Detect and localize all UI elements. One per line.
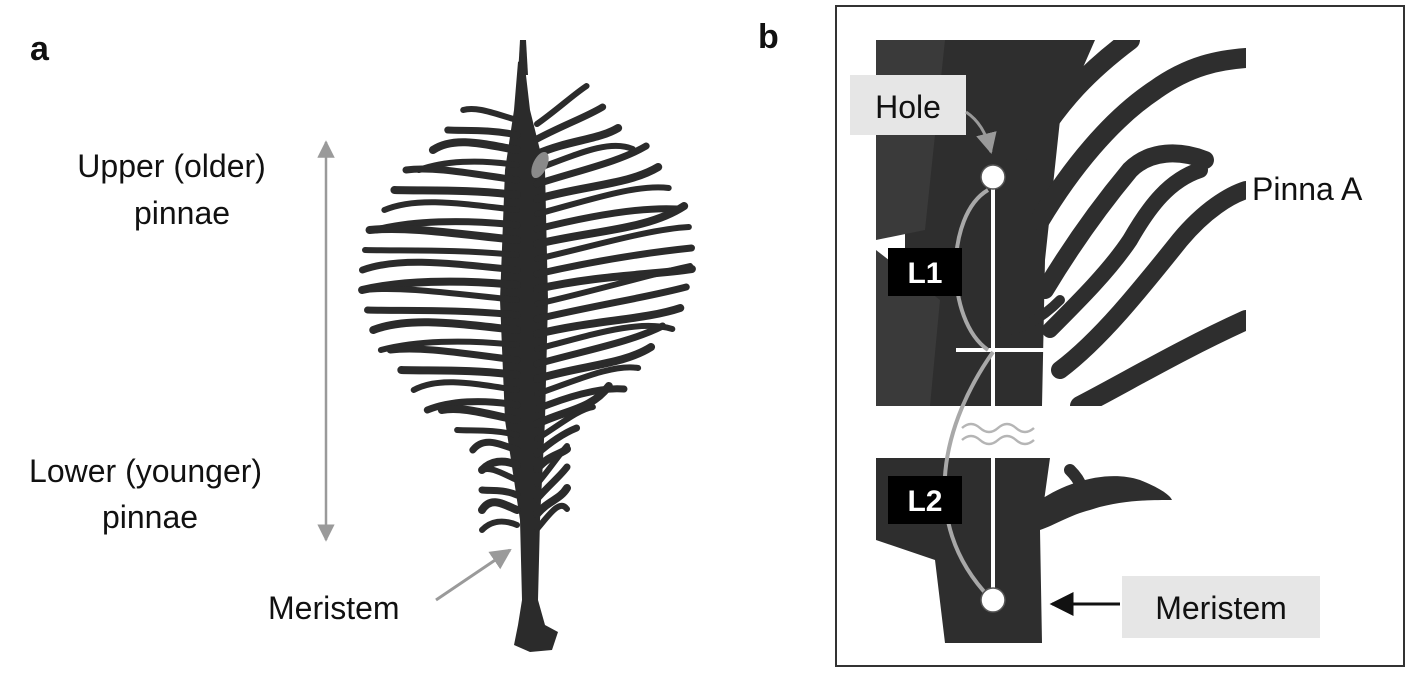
frond-pinna-left: [360, 285, 520, 303]
l2-brace: [942, 350, 995, 600]
frond-pinna-left: [369, 318, 521, 334]
frond-pinna-left: [397, 366, 521, 379]
frond-pinna-right: [533, 424, 581, 458]
frond-pinna-right: [533, 382, 613, 428]
meristem-label-box-b: [1122, 576, 1320, 638]
frond-pinna-right: [534, 184, 672, 217]
frond-pinna-right: [533, 283, 690, 323]
frond-pinna-left: [469, 438, 521, 454]
frond-pinna-left: [402, 165, 521, 184]
frond-pinna-right: [534, 364, 642, 397]
hole-marker: [980, 164, 1006, 190]
meristem-label-a: Meristem: [268, 590, 400, 626]
frond-pinna-left: [390, 186, 521, 199]
frond-pinna-right: [533, 304, 685, 338]
lower-pinnae-label-line1: Lower (younger): [29, 453, 262, 489]
panel-b: b: [758, 5, 1405, 667]
frond-pinna-right: [533, 385, 628, 413]
break-symbol: [961, 422, 1035, 446]
frond-pinna-left: [410, 379, 520, 393]
lower-pinnae-label-line2: pinnae: [102, 499, 198, 535]
frond-pinna-left: [454, 427, 520, 438]
frond-pinna-right: [533, 103, 607, 143]
frond-pinna-right: [533, 205, 681, 233]
frond-pinna-right: [534, 263, 694, 307]
l2-badge: [888, 476, 962, 524]
meristem-arrow-a: [435, 548, 512, 602]
hole-label-box: [850, 75, 966, 135]
frond-pinna-left: [359, 258, 521, 274]
pinna-a-label: Pinna A: [1252, 171, 1363, 207]
hole-label: Hole: [875, 89, 941, 125]
frond-pinna-right: [534, 404, 596, 442]
panel-a-letter: a: [30, 30, 50, 68]
l1-badge: [888, 248, 962, 296]
frond-pinna-left: [381, 199, 520, 213]
frond-pinna-right: [534, 502, 570, 532]
frond-pinna-left: [365, 224, 521, 244]
frond-pinna-right: [533, 202, 689, 248]
panel-b-letter: b: [758, 18, 779, 56]
panel-b-frame: [835, 5, 1405, 667]
lower-pinnae-label: Lower (younger) pinnae: [29, 453, 271, 535]
frond-pinna-left: [460, 106, 520, 123]
frond-pinna-right: [533, 163, 663, 203]
frond-pinna-left: [364, 306, 521, 319]
frond-pinna-right: [534, 142, 636, 172]
frond-rachis: [500, 58, 558, 652]
frond-tip: [518, 40, 528, 75]
frond-pinna-right: [534, 443, 570, 487]
hole-arrow: [965, 110, 997, 155]
panel-a: a Upper (older) pinnae Lower (younger) p…: [29, 30, 696, 652]
frond-pinna-right: [533, 244, 695, 278]
frond-pinna-left: [444, 126, 521, 139]
frond-pinna-left: [362, 247, 520, 258]
upper-pinnae-label-line1: Upper (older): [77, 148, 266, 184]
frond-pinna-left: [428, 138, 521, 154]
frond-pinna-right: [533, 343, 656, 383]
frond-pinna-left: [478, 498, 521, 514]
frond-pinna-left: [423, 398, 521, 414]
upper-pinnae-label-line2: pinnae: [134, 195, 230, 231]
frond-pinna-right: [533, 124, 623, 158]
frond-silhouette: [358, 40, 696, 652]
l1-label: L1: [907, 257, 942, 290]
frond-pinna-right: [534, 224, 692, 262]
frond-pinna-right: [533, 142, 650, 188]
frond-pinna-left: [386, 345, 521, 364]
meristem-marker: [980, 587, 1006, 613]
frond-pinna-left: [479, 518, 520, 533]
l2-label: L2: [907, 485, 942, 518]
frond-hole: [531, 151, 549, 179]
frond-pinna-right: [533, 463, 571, 503]
frond-pinna-right: [533, 484, 571, 518]
meristem-label-b: Meristem: [1155, 590, 1287, 626]
frond-pinna-left: [478, 486, 521, 499]
upper-pinnae-label: Upper (older) pinnae: [77, 148, 274, 231]
frond-pinna-left: [479, 466, 520, 483]
frond-pinna-right: [534, 83, 590, 127]
frond-pinna-right: [533, 322, 667, 368]
frond-pinna-left: [437, 404, 521, 424]
